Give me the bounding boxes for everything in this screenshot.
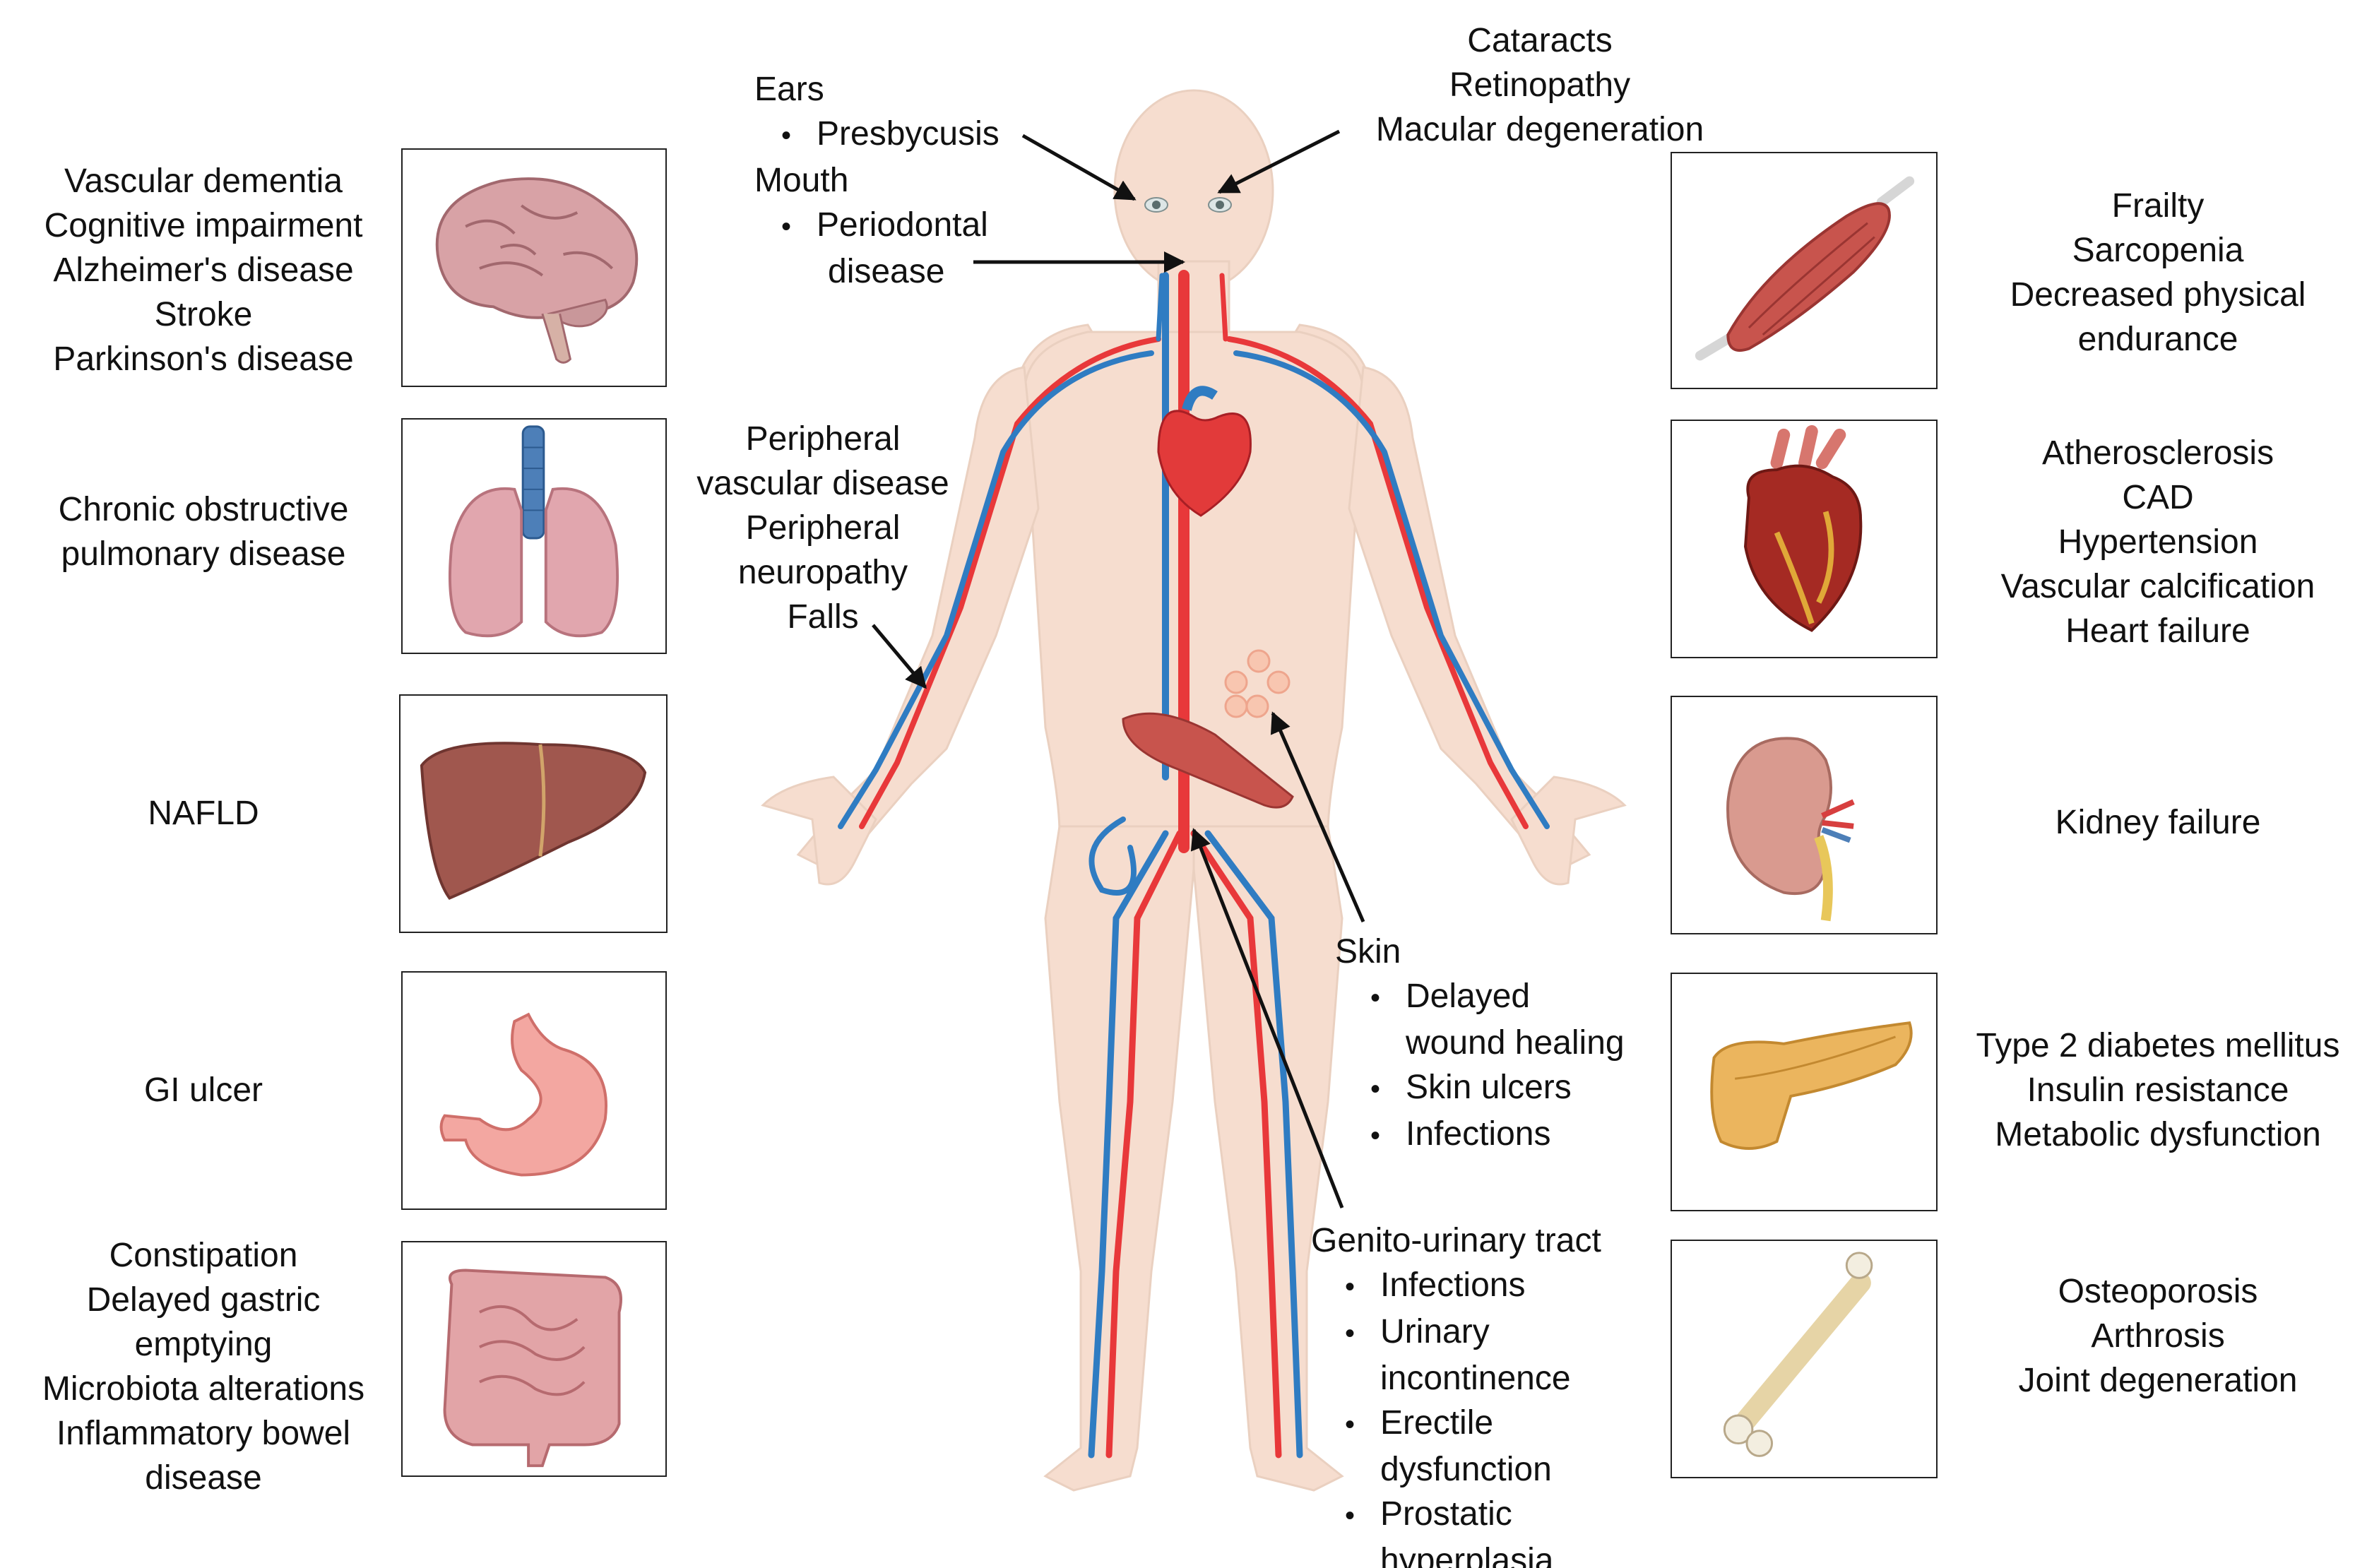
fat-cells [1224, 649, 1291, 718]
skin-item: Infections [1335, 1112, 1625, 1158]
muscle-panel [1671, 152, 1938, 389]
bone-conditions: Osteoporosis Arthrosis Joint degeneratio… [2018, 1273, 2298, 1399]
mouth-item: Periodontal [754, 203, 999, 249]
gu-item: Urinary [1311, 1309, 1601, 1356]
pancreas-icon [1710, 1021, 1913, 1151]
stomach-panel [401, 971, 667, 1210]
gu-item: Erectile [1311, 1401, 1601, 1447]
gu-item: Prostatic [1311, 1492, 1601, 1538]
lungs-panel [401, 418, 667, 654]
kidney-conditions: Kidney failure [2055, 804, 2261, 841]
mouth-heading: Mouth [754, 162, 849, 199]
liver-conditions: NAFLD [148, 795, 259, 832]
bone-panel [1671, 1240, 1938, 1478]
stomach-conditions: GI ulcer [143, 1071, 263, 1109]
lungs-conditions: Chronic obstructive pulmonary disease [58, 491, 349, 573]
body-heart [1157, 410, 1252, 517]
skin-arrow [1270, 711, 1365, 922]
skin-item-cont: wound healing [1406, 1024, 1625, 1062]
pancreas-panel [1671, 973, 1938, 1211]
bone-icon [1723, 1252, 1873, 1457]
skin-item: Delayed [1335, 974, 1625, 1021]
gu-callout: Genito-urinary tract Infections Urinary … [1311, 1218, 1601, 1568]
heart-icon [1744, 424, 1863, 632]
gu-heading: Genito-urinary tract [1311, 1222, 1601, 1259]
mouth-item-cont: disease [828, 253, 945, 290]
peripheral-callout: Peripheral vascular disease Peripheral n… [696, 420, 949, 636]
kidney-icon [1726, 737, 1855, 922]
lungs-icon [448, 425, 619, 638]
brain-icon [435, 177, 639, 364]
skin-callout: Skin Delayed wound healing Skin ulcers I… [1335, 929, 1625, 1158]
intestine-panel [401, 1241, 667, 1477]
liver-icon [420, 742, 647, 900]
eyes-callout: Cataracts Retinopathy Macular degenerati… [1375, 22, 1704, 148]
brain-panel [401, 148, 667, 387]
brain-conditions: Vascular dementia Cognitive impairment A… [44, 162, 363, 378]
eyes-arrow [1217, 129, 1341, 194]
muscle-icon [1695, 176, 1915, 361]
heart-panel [1671, 420, 1938, 658]
gu-item-cont: incontinence [1380, 1360, 1571, 1397]
ears-item: Presbycusis [754, 112, 999, 158]
gu-arrow [1190, 828, 1344, 1208]
gu-item-cont: dysfunction [1380, 1451, 1552, 1488]
kidney-panel [1671, 696, 1938, 934]
eyes [1144, 197, 1232, 213]
ears-mouth-callout: Ears Presbycusis Mouth Periodontal disea… [754, 67, 999, 294]
heart-conditions: Atherosclerosis CAD Hypertension Vascula… [2000, 434, 2315, 650]
body-muscle [1122, 712, 1294, 809]
gu-item: Infections [1311, 1263, 1601, 1309]
skin-heading: Skin [1335, 933, 1401, 970]
gu-item-cont: hyperplasia [1380, 1542, 1554, 1568]
peripheral-arrow [872, 624, 927, 689]
stomach-icon [439, 1012, 607, 1177]
intestine-conditions: Constipation Delayed gastric emptying Mi… [42, 1237, 365, 1497]
muscle-conditions: Frailty Sarcopenia Decreased physical en… [2010, 187, 2306, 358]
intestine-icon [443, 1269, 622, 1468]
ears-arrow [1021, 133, 1137, 201]
skin-item: Skin ulcers [1335, 1065, 1625, 1112]
pancreas-conditions: Type 2 diabetes mellitus Insulin resista… [1976, 1027, 2340, 1153]
liver-panel [399, 694, 668, 933]
ears-heading: Ears [754, 71, 824, 108]
